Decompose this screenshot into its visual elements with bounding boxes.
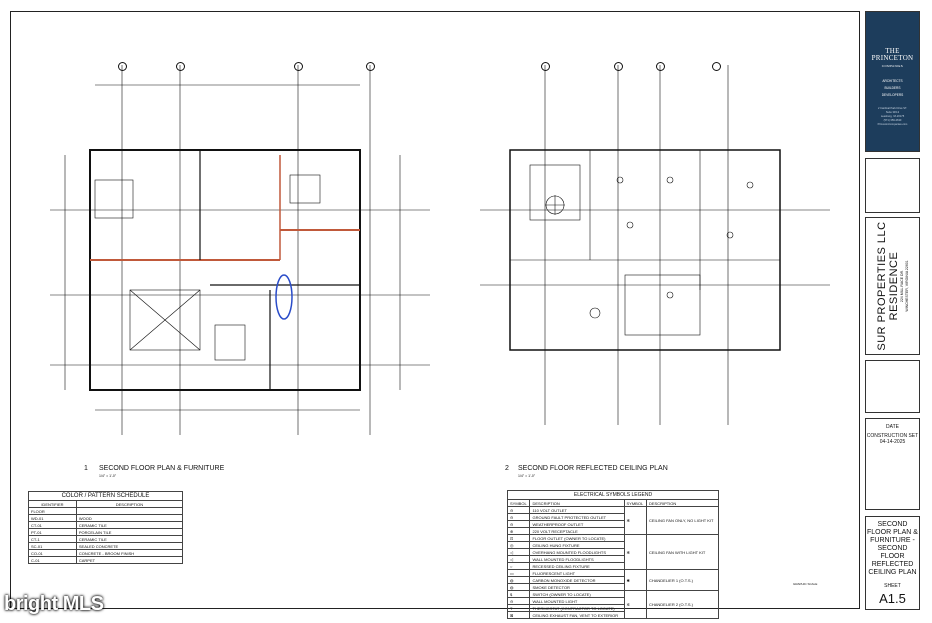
title-block-blank bbox=[865, 360, 920, 413]
date-value: 04-14-2025 bbox=[879, 439, 906, 445]
left-drawing-scale: 1/4" = 1'-0" bbox=[99, 474, 117, 478]
grid-marker bbox=[294, 62, 303, 71]
firm-logo-panel: THE PRINCETON COMPANIES ARCHITECTS BUILD… bbox=[865, 11, 920, 152]
left-drawing-title: SECOND FLOOR PLAN & FURNITURE bbox=[99, 465, 225, 472]
right-drawing-scale: 1/4" = 1'-0" bbox=[518, 474, 536, 478]
sheet-number: A1.5 bbox=[879, 591, 906, 606]
table-row: ⊠CEILING EXHAUST FAN, VENT TO EXTERIOR bbox=[506, 611, 719, 619]
reflected-ceiling-plan-drawing bbox=[480, 65, 830, 425]
legend-header: DESCRIPTION bbox=[645, 499, 720, 507]
right-drawing-title: SECOND FLOOR REFLECTED CEILING PLAN bbox=[518, 465, 668, 472]
color-pattern-schedule: COLOR / PATTERN SCHEDULE IDENTIFIER DESC… bbox=[28, 491, 184, 564]
electrical-symbols-legend: ELECTRICAL SYMBOLS LEGEND SYMBOL DESCRIP… bbox=[506, 490, 720, 619]
project-name-panel: SUR PROPERTIES LLC RESIDENCE 224 MILL RA… bbox=[865, 217, 920, 355]
address-line: Leesburg, VA 20175 bbox=[880, 115, 905, 118]
construction-set: CONSTRUCTION SET bbox=[866, 433, 919, 439]
sheet-title: SECOND FLOOR PLAN & FURNITURE - SECOND F… bbox=[867, 521, 918, 576]
address-line: Suite 303-3 bbox=[885, 111, 900, 114]
service-developers: DEVELOPERS bbox=[881, 93, 904, 97]
grid-marker bbox=[541, 62, 550, 71]
date-panel: DATE CONSTRUCTION SET 04-14-2025 bbox=[865, 418, 920, 510]
title-block-blank bbox=[865, 158, 920, 213]
drawing-number-2: 2 bbox=[505, 465, 509, 472]
firm-name: THE PRINCETON bbox=[871, 47, 914, 62]
table-row: ▭FLUORESCENT LIGHT✱CHANDELIER 1 (O.T.S.) bbox=[506, 569, 720, 591]
schedule-header: IDENTIFIER bbox=[28, 500, 77, 508]
grid-marker bbox=[712, 62, 721, 71]
legend-header: SYMBOL bbox=[623, 499, 647, 507]
grid-marker bbox=[118, 62, 127, 71]
watermark: bright MLS bbox=[4, 593, 104, 615]
table-row: ⊡FLOOR OUTLET (OWNER TO LOCATE)✻CEILING … bbox=[506, 534, 720, 570]
legend-header: SYMBOL bbox=[506, 499, 531, 507]
grid-marker bbox=[366, 62, 375, 71]
sheet-title-panel: SECOND FLOOR PLAN & FURNITURE - SECOND F… bbox=[865, 516, 920, 610]
table-row: FLOOR bbox=[28, 507, 184, 515]
table-row: $SWITCH (OWNER TO LOCATE)✲CHANDELIER 2 (… bbox=[506, 590, 720, 619]
grid-marker bbox=[614, 62, 623, 71]
second-floor-plan-drawing bbox=[50, 65, 430, 435]
firm-sub: COMPANIES bbox=[881, 64, 904, 68]
date-label: DATE bbox=[886, 424, 899, 430]
project-name: SUR PROPERTIES LLC bbox=[875, 221, 888, 351]
drawing-sheet bbox=[10, 11, 860, 609]
table-row: ⊖110 VOLT OUTLET✻CEILING FAN ONLY, NO LI… bbox=[506, 506, 720, 535]
service-architects: ARCHITECTS bbox=[882, 79, 903, 83]
legend-header: DESCRIPTION bbox=[529, 499, 625, 507]
sheet-label: SHEET bbox=[884, 583, 901, 589]
project-type: RESIDENCE bbox=[887, 251, 900, 321]
legend-caption: ELECTRICAL SYMBOLS LEGEND bbox=[507, 490, 719, 500]
service-builders: BUILDERS bbox=[884, 86, 901, 90]
drawing-number-1: 1 bbox=[84, 465, 88, 472]
grid-marker bbox=[176, 62, 185, 71]
schedule-header: DESCRIPTION bbox=[75, 500, 184, 508]
project-address-1: 224 MILL RACE DR. bbox=[899, 269, 904, 303]
website: PrincetonCompanies.com bbox=[877, 123, 908, 126]
phone: (571) 359-2630 bbox=[883, 119, 902, 122]
graphic-scale: GRAPHIC SCALE bbox=[793, 582, 818, 586]
grid-marker bbox=[656, 62, 665, 71]
schedule-caption: COLOR / PATTERN SCHEDULE bbox=[28, 491, 183, 501]
address-line: 2 Cardinal Park Drive ST. bbox=[877, 107, 908, 110]
project-address-2: WINCHESTER, VIRGINIA 22601 bbox=[904, 260, 909, 312]
